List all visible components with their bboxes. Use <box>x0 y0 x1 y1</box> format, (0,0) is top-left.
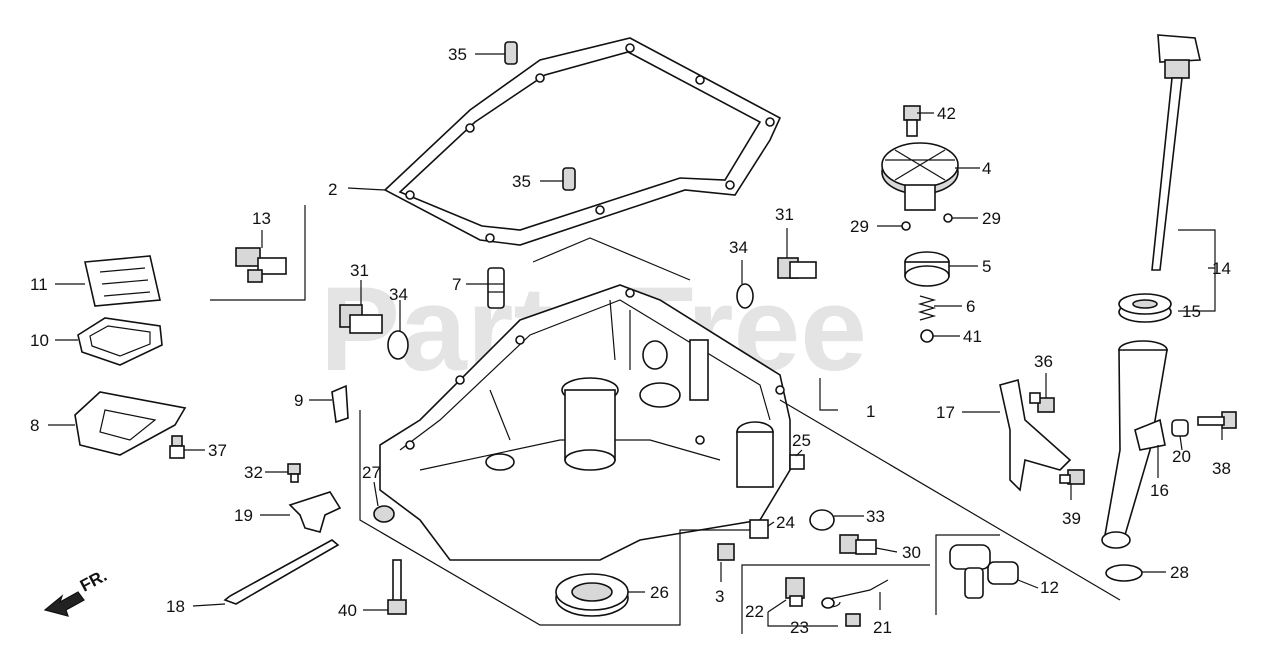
callout-15: 15 <box>1182 302 1201 321</box>
bolt-36 <box>1029 392 1055 413</box>
callout-40: 40 <box>338 601 357 620</box>
callout-14: 14 <box>1212 259 1231 278</box>
callout-7: 7 <box>452 275 461 294</box>
dowel-pin-top <box>504 41 518 65</box>
filter-gasket <box>77 317 163 366</box>
fitting-3 <box>717 543 735 561</box>
callout-37: 37 <box>208 441 227 460</box>
o-ring-28 <box>1105 564 1143 582</box>
bolt-40 <box>387 559 407 615</box>
callout-10: 10 <box>30 331 49 350</box>
callout-29-left: 29 <box>850 217 869 236</box>
callout-28: 28 <box>1170 563 1189 582</box>
callout-20: 20 <box>1172 447 1191 466</box>
pin-7 <box>487 267 505 309</box>
washer-29-left <box>901 221 911 231</box>
washer-33 <box>809 509 835 531</box>
check-ball <box>920 329 934 343</box>
callout-21: 21 <box>873 618 892 637</box>
clip-9 <box>331 384 349 424</box>
dipstick <box>1151 34 1201 271</box>
callout-42: 42 <box>937 104 956 123</box>
callout-31-left: 31 <box>350 261 369 280</box>
bolt-42 <box>903 105 921 137</box>
collar-20 <box>1171 419 1189 437</box>
front-direction-arrow-icon <box>43 591 85 617</box>
governor-gear <box>881 142 959 211</box>
callout-35-top: 35 <box>448 45 467 64</box>
bolt-23 <box>845 613 861 627</box>
governor-slider <box>904 251 950 287</box>
callout-34-left: 34 <box>389 285 408 304</box>
bolt-37 <box>169 435 185 459</box>
callout-17: 17 <box>936 403 955 422</box>
gasket-part <box>383 37 782 246</box>
leader-lines <box>48 53 1223 634</box>
oil-seal-26 <box>555 573 629 617</box>
callout-19: 19 <box>234 506 253 525</box>
callout-31-right: 31 <box>775 205 794 224</box>
bracket-19 <box>288 491 342 533</box>
oil-seal-15 <box>1118 293 1172 323</box>
callout-22: 22 <box>745 602 764 621</box>
callout-33: 33 <box>866 507 885 526</box>
plug-25 <box>789 454 805 470</box>
callout-11: 11 <box>30 275 48 294</box>
washer-34-left <box>387 330 409 360</box>
callout-5: 5 <box>982 257 991 276</box>
bolt-39 <box>1059 469 1085 485</box>
callout-6: 6 <box>966 297 975 316</box>
wire-21 <box>821 579 889 609</box>
callout-38: 38 <box>1212 459 1231 478</box>
callout-4: 4 <box>982 159 991 178</box>
callout-13: 13 <box>252 209 271 228</box>
dowel-pin-middle <box>562 167 576 191</box>
callout-35-middle: 35 <box>512 172 531 191</box>
oil-pan-body <box>379 284 791 561</box>
bolt-38 <box>1197 411 1237 429</box>
callout-25: 25 <box>792 431 811 450</box>
callout-41: 41 <box>963 327 982 346</box>
callout-2: 2 <box>328 180 337 199</box>
callout-9: 9 <box>294 391 303 410</box>
tee-fitting-12 <box>949 544 1019 599</box>
callout-32: 32 <box>244 463 263 482</box>
oil-level-switch <box>235 247 287 283</box>
callout-39: 39 <box>1062 509 1081 528</box>
bolt-30 <box>839 534 877 555</box>
washer-29-right <box>943 213 953 223</box>
bolt-32 <box>287 463 301 483</box>
callout-3: 3 <box>715 587 724 606</box>
callout-27: 27 <box>362 463 381 482</box>
shaft-18 <box>223 539 340 605</box>
callout-24: 24 <box>776 513 795 532</box>
oil-filler-tube <box>1101 340 1168 549</box>
spring <box>917 295 937 321</box>
drain-plug-left <box>339 304 383 334</box>
plug-27 <box>373 505 395 523</box>
callout-29-right: 29 <box>982 209 1001 228</box>
callout-labels: 35 35 2 42 4 29 29 5 6 41 31 34 31 34 7 … <box>30 45 1231 637</box>
front-direction-label: FR. <box>77 566 110 596</box>
callout-8: 8 <box>30 416 39 435</box>
callout-30: 30 <box>902 543 921 562</box>
callout-16: 16 <box>1150 481 1169 500</box>
filter-cover <box>74 391 187 456</box>
callout-1: 1 <box>866 402 875 421</box>
plug-24 <box>749 519 769 539</box>
callout-36: 36 <box>1034 352 1053 371</box>
callout-23: 23 <box>790 618 809 637</box>
drain-plug-right <box>777 257 817 279</box>
oil-filter-screen <box>84 255 161 307</box>
callout-18: 18 <box>166 597 185 616</box>
callout-26: 26 <box>650 583 669 602</box>
callout-34-right: 34 <box>729 238 748 257</box>
sensor-22 <box>785 577 805 607</box>
washer-34-right <box>736 283 754 309</box>
callout-12: 12 <box>1040 578 1059 597</box>
bracket-17 <box>999 378 1072 492</box>
